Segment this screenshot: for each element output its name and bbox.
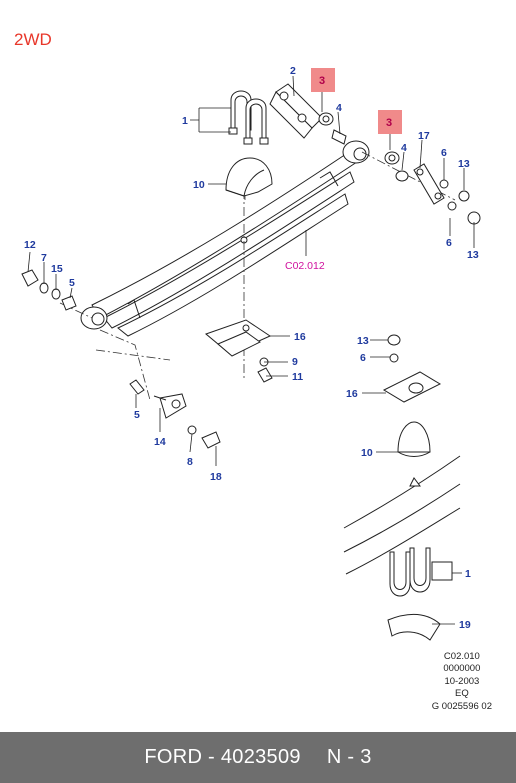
diagram-area: 2WD <box>14 30 492 713</box>
u-bolt <box>228 90 269 145</box>
callout-18: 18 <box>210 471 222 483</box>
reference-code: C02.012 <box>285 260 325 272</box>
leaf-spring <box>80 140 370 337</box>
callout-3b: 3 <box>386 117 392 129</box>
page-label: N - 3 <box>326 746 372 768</box>
exploded-view-drawing: 1 2 3 3 4 4 17 6 13 6 13 10 12 7 15 5 C0… <box>21 65 481 641</box>
callout-14: 14 <box>154 436 166 448</box>
highlight-box-3b <box>378 110 402 134</box>
callout-13b: 13 <box>467 249 479 261</box>
callout-1b: 1 <box>465 568 471 580</box>
callout-2: 2 <box>290 65 296 77</box>
footer-bar: FORD - 4023509 N - 3 <box>0 732 516 783</box>
spring-plate <box>205 319 273 383</box>
callout-3a: 3 <box>319 75 325 87</box>
drive-type-heading: 2WD <box>14 30 52 49</box>
part-number-label: FORD - 4023509 <box>144 746 301 768</box>
callout-10a: 10 <box>193 179 205 191</box>
spring-spacer <box>225 157 273 197</box>
callout-13c: 13 <box>357 335 369 347</box>
callout-8: 8 <box>187 456 193 468</box>
callout-12: 12 <box>24 239 36 251</box>
front-fasteners <box>21 269 77 311</box>
meta-line: G 0025596 02 <box>431 700 492 712</box>
callout-5b: 5 <box>134 409 140 421</box>
callout-15: 15 <box>51 263 63 275</box>
drawing-metadata: C02.010 0000000 10-2003 EQ G 0025596 02 <box>432 651 492 713</box>
callout-10b: 10 <box>361 447 373 459</box>
callout-7: 7 <box>41 252 47 264</box>
spring-bushing <box>318 112 409 182</box>
front-hanger <box>129 379 221 449</box>
meta-line: EQ <box>455 688 469 700</box>
shackle-plate <box>413 163 481 225</box>
callout-13a: 13 <box>458 158 470 170</box>
meta-line: C02.010 <box>443 651 480 662</box>
shackle-bracket <box>269 83 323 139</box>
callout-16a: 16 <box>294 331 306 343</box>
callout-5a: 5 <box>69 277 75 289</box>
callout-1: 1 <box>182 115 188 127</box>
detail-view <box>343 334 461 641</box>
callout-6b: 6 <box>446 237 452 249</box>
highlight-box-3a <box>311 68 335 92</box>
callout-6c: 6 <box>360 352 366 364</box>
callout-16b: 16 <box>346 388 358 400</box>
meta-line: 0000000 <box>443 663 481 675</box>
leader-lines <box>27 75 475 625</box>
callout-9: 9 <box>292 356 298 368</box>
meta-line: 10-2003 <box>444 675 480 687</box>
callout-4b: 4 <box>401 142 407 154</box>
callout-17: 17 <box>418 130 430 142</box>
callout-4a: 4 <box>336 102 342 114</box>
callout-19: 19 <box>459 619 471 631</box>
callout-6a: 6 <box>441 147 447 159</box>
callout-11: 11 <box>292 371 303 383</box>
